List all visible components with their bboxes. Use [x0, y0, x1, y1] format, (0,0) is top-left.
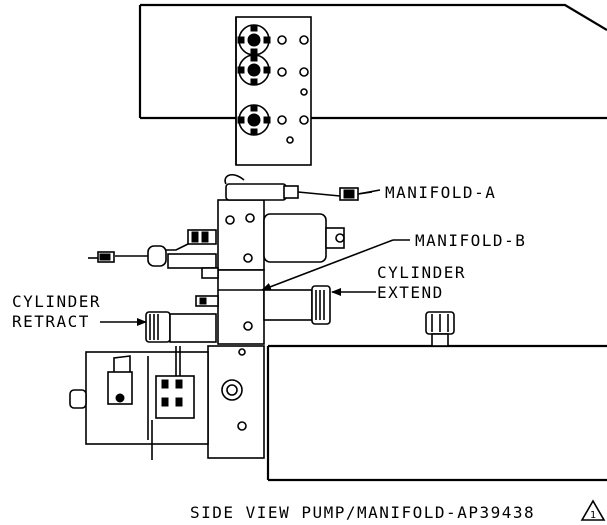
revision-number: 1 [590, 510, 596, 521]
label-cylinder-extend-line1: CYLINDER [377, 263, 466, 282]
drawing-caption: SIDE VIEW PUMP/MANIFOLD-AP39438 [190, 503, 535, 522]
upper-housing [138, 3, 607, 120]
label-manifold-b: MANIFOLD-B [415, 231, 526, 250]
retract-coil [145, 311, 217, 343]
label-cylinder-retract-line1: CYLINDER [12, 292, 101, 311]
solenoid-valve-1 [237, 24, 271, 56]
revision-triangle-icon: 1 [580, 499, 606, 521]
top-valve-block [235, 16, 312, 166]
manifold-a-assembly [88, 173, 373, 271]
solenoid-valve-3 [237, 104, 271, 136]
leader-lines [100, 189, 410, 326]
solenoid-valve-2 [237, 54, 271, 86]
motor [69, 346, 209, 460]
reservoir-tank [266, 311, 607, 482]
label-manifold-a: MANIFOLD-A [385, 183, 496, 202]
manifold-b-assembly [195, 267, 331, 345]
pump-block [207, 345, 265, 459]
label-cylinder-extend-line2: EXTEND [377, 283, 444, 302]
label-cylinder-retract-line2: RETRACT [12, 312, 90, 331]
